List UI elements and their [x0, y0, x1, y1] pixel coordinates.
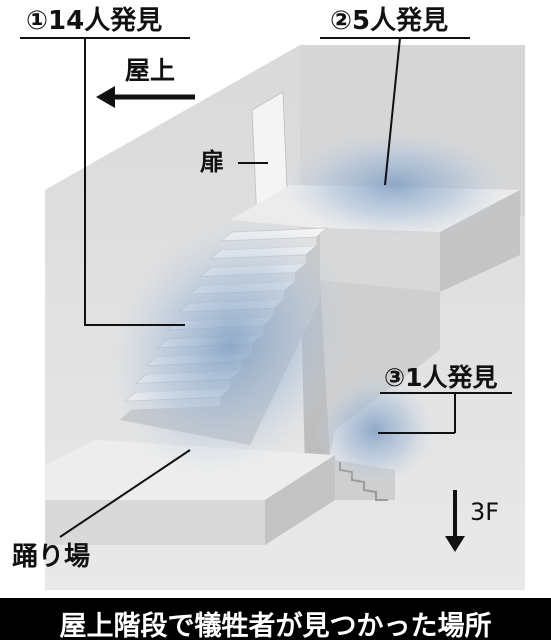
upper-platform-front — [320, 228, 440, 292]
down-arrow-icon — [445, 490, 465, 552]
label-spot1: ①14人発見 — [26, 6, 163, 36]
label-door: 扉 — [200, 148, 224, 176]
caption: 屋上階段で犠牲者が見つかった場所 — [59, 611, 492, 642]
label-landing: 踊り場 — [12, 542, 91, 572]
leader-line-spot2-b — [384, 37, 401, 186]
left-arrow-icon — [96, 86, 195, 108]
upper-platform-side — [440, 190, 520, 292]
leader-line-spot1-b — [84, 38, 185, 326]
label-rooftop: 屋上 — [125, 56, 176, 85]
lower-landing-front — [45, 500, 265, 545]
highlight-area-1 — [106, 212, 354, 478]
highlight-area-3 — [315, 375, 435, 485]
label-spot3: ③1人発見 — [384, 363, 498, 392]
lower-landing-side — [265, 455, 335, 545]
caption-bar: 屋上階段で犠牲者が見つかった場所 — [0, 598, 551, 642]
leader-line-landing — [59, 449, 191, 538]
label-spot2: ②5人発見 — [330, 6, 449, 36]
label-floor3: 3F — [470, 498, 500, 526]
highlight-area-2 — [280, 130, 510, 240]
